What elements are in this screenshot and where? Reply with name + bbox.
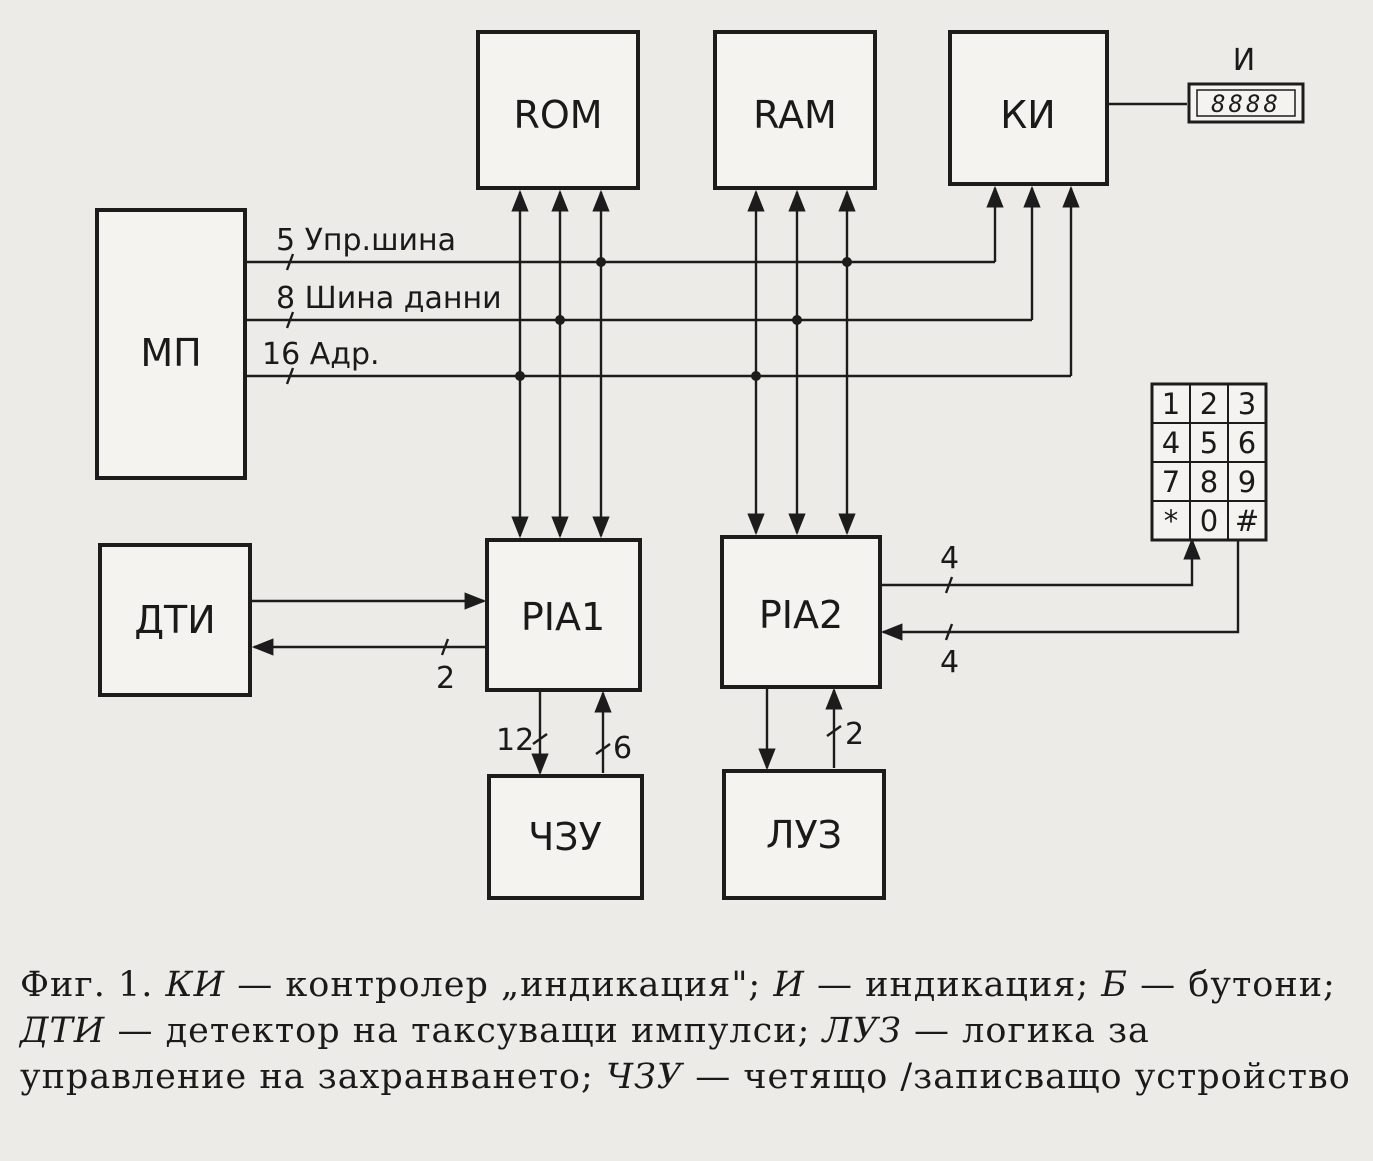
indicator-display: И 8888 — [1187, 43, 1305, 124]
keypad-key-8: 8 — [1200, 465, 1218, 499]
chzu-label: ЧЗУ — [528, 815, 602, 859]
keypad-pia2-in-line — [880, 540, 1240, 641]
caption-fig: Фиг. 1. — [20, 965, 154, 1005]
luz-block: ЛУЗ — [722, 769, 886, 900]
caption-chzu-term: ЧЗУ — [605, 1057, 684, 1097]
rom-block: ROM — [476, 30, 640, 190]
indicator-label: И — [1233, 43, 1255, 78]
rom-label: ROM — [513, 93, 602, 137]
keypad-key-6: 6 — [1238, 426, 1256, 460]
keypad-key-7: 7 — [1162, 465, 1180, 499]
keypad-key-4: 4 — [1162, 426, 1180, 460]
ki-block: КИ — [948, 30, 1109, 186]
luz-label: ЛУЗ — [766, 813, 842, 857]
figure-caption: Фиг. 1. КИ — контролер „индикация"; И — … — [20, 962, 1365, 1100]
caption-chzu-def: — четящо /записващо устройство — [695, 1057, 1351, 1097]
caption-b-term: Б — [1101, 965, 1129, 1005]
control-bus-label: 5 Упр.шина — [276, 223, 456, 258]
caption-dti-term: ДТИ — [20, 1011, 106, 1051]
ki-label: КИ — [1000, 93, 1055, 137]
chzu-out-count: 6 — [613, 731, 632, 766]
block-diagram: ROM RAM КИ МП ДТИ PIA1 PIA2 ЧЗУ ЛУЗ И 88… — [95, 30, 1305, 900]
pia2-keypad-out-line — [880, 537, 1201, 587]
data-bus-label: 8 Шина данни — [276, 281, 502, 316]
caption-luz-term: ЛУЗ — [822, 1011, 902, 1051]
pia2-block: PIA2 — [720, 535, 882, 689]
chzu-block: ЧЗУ — [487, 774, 644, 900]
pia1-block: PIA1 — [485, 538, 642, 692]
keypad-key-0: 0 — [1200, 504, 1218, 538]
ram-block: RAM — [713, 30, 877, 190]
keypad-key-hash: # — [1235, 504, 1259, 538]
keypad-key-star: * — [1164, 504, 1179, 538]
caption-dti-def: — детектор на таксуващи импулси; — [117, 1011, 811, 1051]
keypad-key-2: 2 — [1200, 387, 1218, 421]
caption-b-def: — бутони; — [1140, 965, 1336, 1005]
caption-ki-term: КИ — [165, 965, 226, 1005]
dti-block: ДТИ — [98, 543, 252, 697]
keypad-key-3: 3 — [1238, 387, 1256, 421]
dti-label: ДТИ — [134, 598, 215, 642]
luz-bus-count: 2 — [845, 717, 864, 752]
keypad-key-5: 5 — [1200, 426, 1218, 460]
mp-label: МП — [140, 331, 201, 375]
keypad-cell — [1227, 500, 1267, 541]
ram-label: RAM — [753, 93, 837, 137]
caption-i-term: И — [773, 965, 805, 1005]
caption-i-def: — индикация; — [817, 965, 1090, 1005]
chzu-in-count: 12 — [496, 723, 534, 758]
pia1-label: PIA1 — [521, 595, 605, 639]
caption-ki-def: — контролер „индикация"; — [237, 965, 762, 1005]
keypad-key-9: 9 — [1238, 465, 1256, 499]
indicator-digits: 8888 — [1211, 90, 1281, 118]
caption-luz-def: — логика за управление на захранването; — [20, 1011, 1150, 1097]
dti-bus-count: 2 — [436, 661, 455, 696]
keypad-key-1: 1 — [1162, 387, 1180, 421]
pia2-label: PIA2 — [759, 593, 843, 637]
pia2-out-count: 4 — [940, 541, 959, 576]
pia2-in-count: 4 — [940, 645, 959, 680]
mp-block: МП — [95, 208, 247, 480]
address-bus-label: 16 Адр. — [262, 337, 380, 372]
